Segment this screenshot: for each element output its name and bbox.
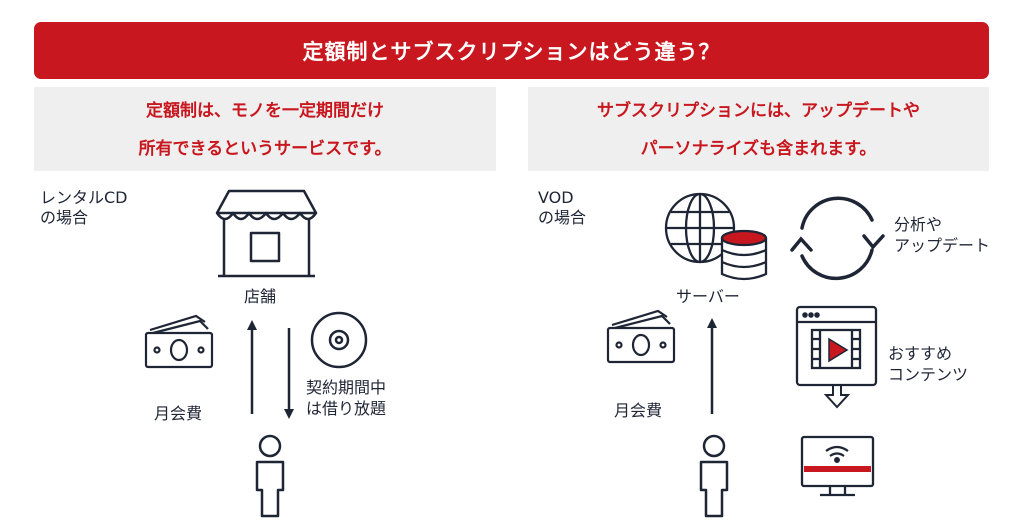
- left-person-icon: [255, 434, 285, 518]
- left-subtitle-panel: 定額制は、モノを一定期間だけ 所有できるというサービスです。: [34, 87, 496, 171]
- title-banner: 定額制とサブスクリプションはどう違う？: [34, 22, 989, 79]
- database-icon: [720, 229, 768, 281]
- left-money-icon: [144, 314, 214, 369]
- video-window-icon: [795, 305, 878, 409]
- right-subtitle-line-1: サブスクリプションには、アップデートや: [597, 101, 920, 121]
- rental-label: 契約期間中 は借り放題: [306, 377, 386, 419]
- right-subtitle-line-2: パーソナライズも含まれます。: [640, 139, 877, 159]
- left-case-label: レンタルCD の場合: [40, 188, 128, 228]
- right-person-icon: [699, 434, 729, 518]
- right-case-label: VOD の場合: [538, 188, 586, 228]
- right-subtitle-panel: サブスクリプションには、アップデートや パーソナライズも含まれます。: [528, 87, 989, 171]
- cd-icon: [310, 311, 368, 369]
- analysis-line-1: 分析や: [894, 215, 943, 234]
- left-case-line-1: レンタルCD: [40, 188, 128, 207]
- analysis-label: 分析や アップデート: [894, 214, 990, 256]
- page-title: 定額制とサブスクリプションはどう違う？: [302, 39, 721, 64]
- left-case-line-2: の場合: [40, 208, 89, 227]
- right-fee-label: 月会費: [614, 401, 663, 420]
- rental-line-1: 契約期間中: [306, 378, 387, 397]
- server-globe-icon: [664, 192, 736, 264]
- recommend-line-2: コンテンツ: [888, 365, 969, 384]
- recommend-line-1: おすすめ: [888, 344, 953, 363]
- left-fee-label: 月会費: [154, 404, 203, 423]
- recommend-label: おすすめ コンテンツ: [888, 343, 968, 385]
- right-money-icon: [606, 309, 676, 364]
- right-case-line-1: VOD: [538, 188, 574, 207]
- left-subtitle-line-2: 所有できるというサービスです。: [138, 139, 392, 159]
- refresh-cycle-icon: [790, 196, 885, 281]
- server-label: サーバー: [676, 287, 740, 306]
- right-case-line-2: の場合: [538, 208, 587, 227]
- store-icon: [215, 189, 318, 278]
- store-label: 店舗: [244, 287, 277, 306]
- analysis-line-2: アップデート: [894, 236, 991, 255]
- monitor-icon: [800, 435, 875, 497]
- left-subtitle-line-1: 定額制は、モノを一定期間だけ: [146, 101, 384, 121]
- rental-line-2: は借り放題: [306, 399, 387, 418]
